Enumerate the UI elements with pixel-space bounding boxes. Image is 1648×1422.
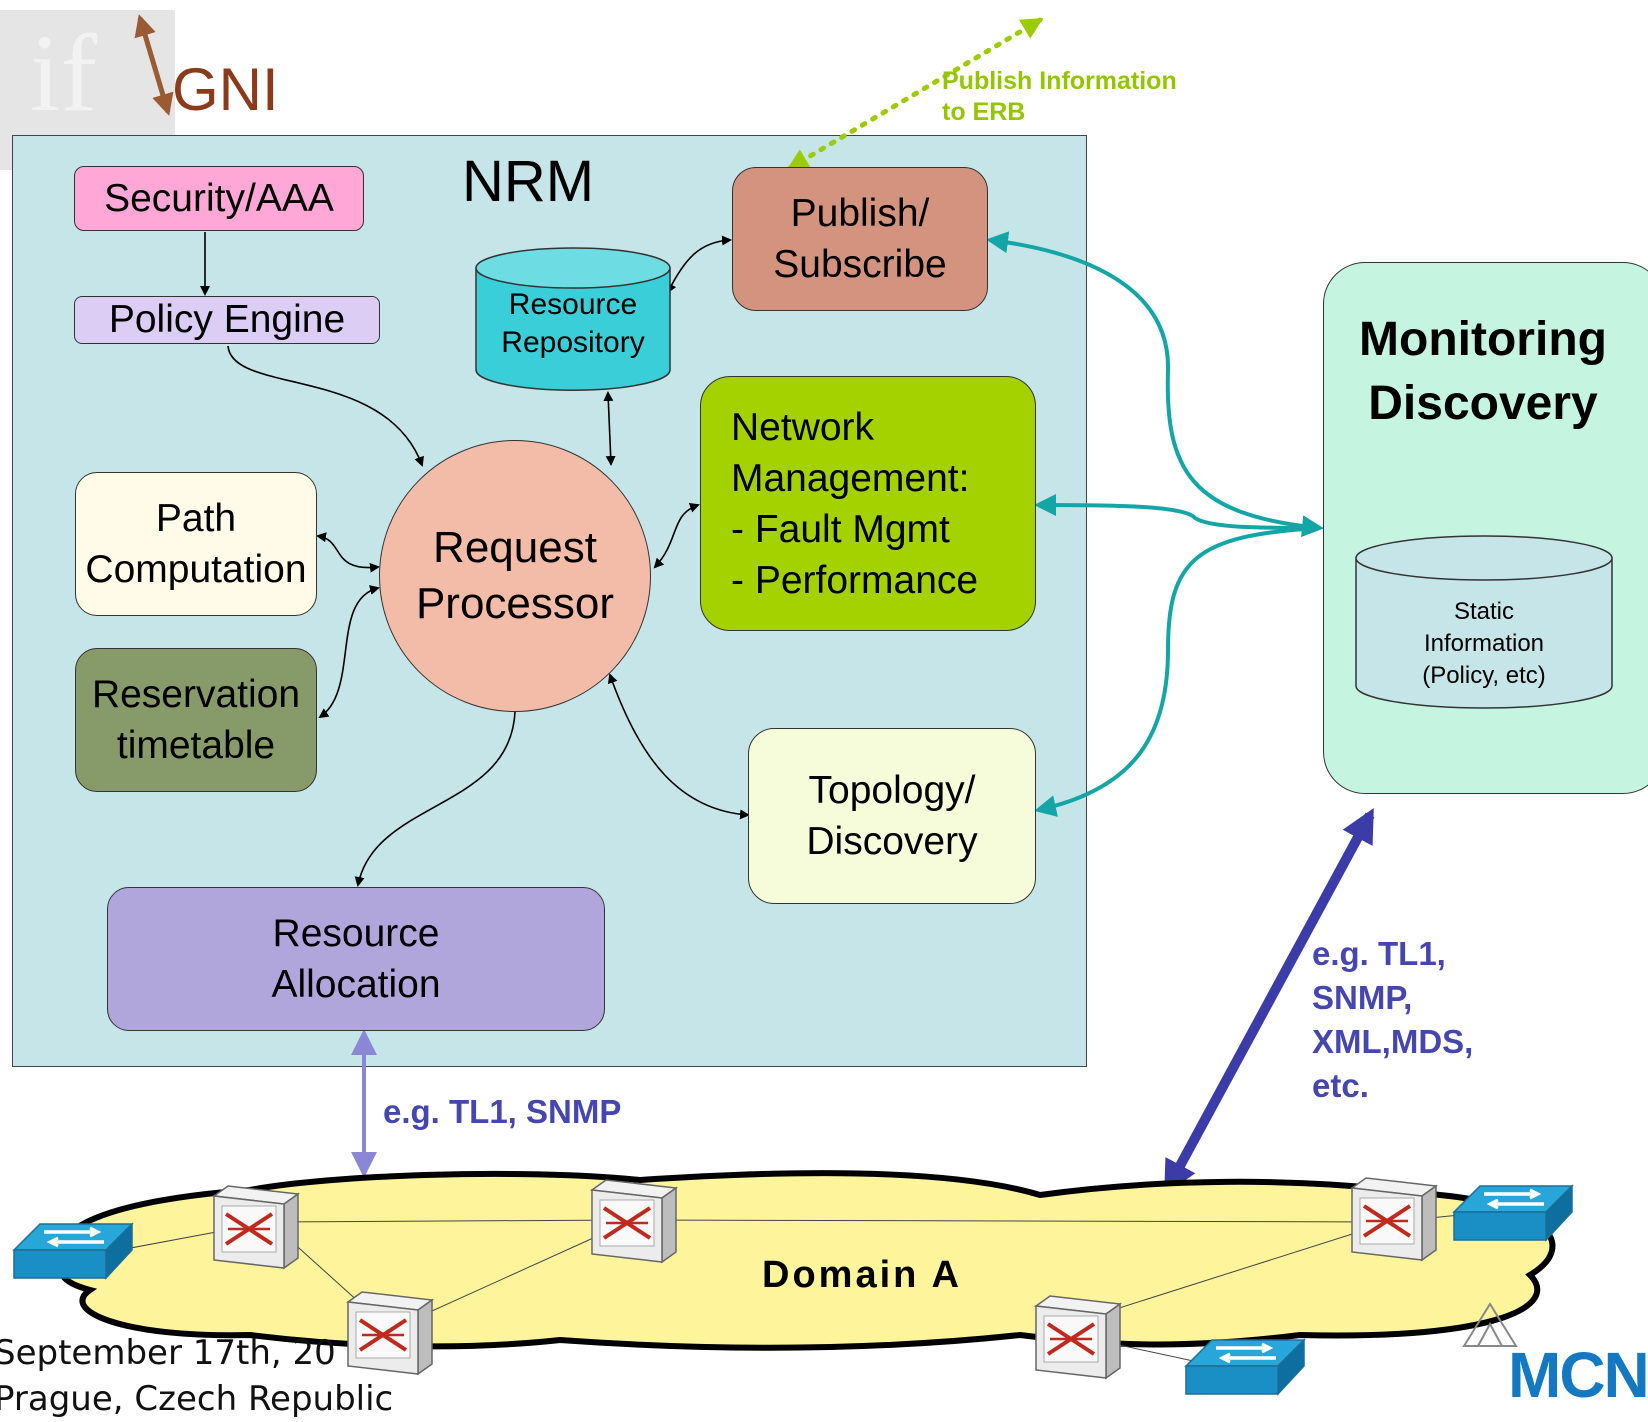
topology-discovery-line1: Topology/ (808, 769, 976, 812)
footer-line2: Prague, Czech Republic (0, 1379, 394, 1419)
netmgmt-request-arrow (653, 502, 700, 569)
static-information-line3: (Policy, etc) (1422, 662, 1546, 689)
resource-repository-line2: Repository (501, 326, 645, 359)
request-topology-arrow (607, 673, 750, 820)
footer-text: September 17th, 20 Prague, Czech Republi… (0, 1330, 393, 1422)
reservation-request-arrow (318, 585, 380, 719)
publish-erb-line2: to ERB (942, 98, 1026, 126)
erb-dotted-arrow (786, 17, 1044, 171)
path-computation-line2: Computation (85, 548, 307, 591)
logo-brand: GNI (172, 56, 279, 123)
nrm-title: NRM (462, 149, 595, 214)
network-management-line2: Management: (731, 456, 970, 500)
network-management-box: Network Management: - Fault Mgmt - Perfo… (700, 376, 1036, 631)
security-aaa-box: Security/AAA (74, 166, 364, 231)
publish-subscribe-line2: Subscribe (773, 243, 947, 286)
switch-icon (12, 1222, 134, 1280)
publish-subscribe-line1: Publish/ (790, 192, 930, 235)
request-processor-line2: Processor (415, 579, 615, 628)
request-processor-circle: Request Processor (379, 440, 651, 712)
request-processor-line1: Request (433, 523, 597, 572)
policy-to-request-arrow (227, 345, 424, 467)
corner-logo-mark (1462, 1302, 1518, 1347)
topology-discovery-box: Topology/ Discovery (748, 728, 1036, 904)
reservation-timetable-line1: Reservation (91, 673, 301, 716)
network-management-line4: - Performance (731, 558, 979, 602)
protocol-right-line2: SNMP, (1312, 979, 1413, 1016)
netmgmt-monitoring-arrow (1034, 494, 1321, 530)
protocol-right-line3: XML,MDS, (1312, 1023, 1474, 1060)
repository-publish-arrow (667, 235, 732, 294)
monitoring-discovery-title: Monitoring Discovery (1323, 308, 1643, 436)
protocol-label-right: e.g. TL1, SNMP, XML,MDS, etc. (1312, 932, 1473, 1108)
static-information-line1: Static (1453, 598, 1515, 625)
topology-monitoring-arrow (1034, 526, 1321, 817)
protocol-right-line1: e.g. TL1, (1312, 935, 1446, 972)
publish-erb-line1: Publish Information (942, 67, 1177, 95)
publish-subscribe-box: Publish/ Subscribe (732, 167, 988, 311)
resource-allocation-line1: Resource (272, 912, 440, 955)
static-information-cylinder (1355, 535, 1613, 709)
monitoring-discovery-line1: Monitoring (1359, 313, 1607, 366)
request-allocation-arrow (354, 711, 516, 887)
switch-icon (1184, 1338, 1306, 1396)
path-computation-line1: Path (155, 497, 237, 540)
footer-line1: September 17th, 20 (0, 1333, 336, 1373)
network-management-line3: - Fault Mgmt (731, 507, 950, 551)
crossconnect-icon (1350, 1176, 1438, 1262)
reservation-timetable-box: Reservation timetable (75, 648, 317, 792)
topology-discovery-line2: Discovery (806, 820, 978, 863)
reservation-timetable-line2: timetable (116, 724, 276, 767)
crossconnect-icon (590, 1178, 678, 1264)
domain-label: Domain A (762, 1254, 962, 1296)
resource-allocation-box: Resource Allocation (107, 887, 605, 1031)
resource-repository-line1: Resource (508, 288, 638, 321)
resource-allocation-line2: Allocation (271, 963, 441, 1006)
protocol-right-line4: etc. (1312, 1067, 1369, 1104)
monitoring-discovery-line2: Discovery (1368, 377, 1598, 430)
logo-lettering-text: if (30, 12, 98, 134)
path-computation-box: Path Computation (75, 472, 317, 616)
repository-request-arrow (603, 391, 616, 466)
resource-repository-cylinder (475, 247, 671, 391)
protocol-label-left: e.g. TL1, SNMP (383, 1093, 622, 1130)
publish-erb-label: Publish Information to ERB (942, 66, 1177, 128)
resource-repository-text: Resource Repository (474, 286, 672, 362)
security-aaa-label: Security/AAA (104, 176, 334, 220)
crossconnect-icon (212, 1184, 300, 1270)
policy-engine-label: Policy Engine (108, 298, 346, 341)
policy-engine-box: Policy Engine (74, 296, 380, 344)
monitoring-network-arrow (1163, 807, 1375, 1196)
corner-logo-text: MCN (1508, 1339, 1648, 1411)
network-management-line1: Network (731, 405, 875, 449)
publish-monitoring-arrow (986, 231, 1324, 538)
crossconnect-icon (1034, 1294, 1122, 1380)
static-information-text: Static Information (Policy, etc) (1354, 596, 1614, 692)
logo-arrow (134, 14, 174, 116)
path-request-arrow (316, 532, 380, 573)
static-information-line2: Information (1423, 630, 1545, 657)
switch-icon (1452, 1184, 1574, 1242)
